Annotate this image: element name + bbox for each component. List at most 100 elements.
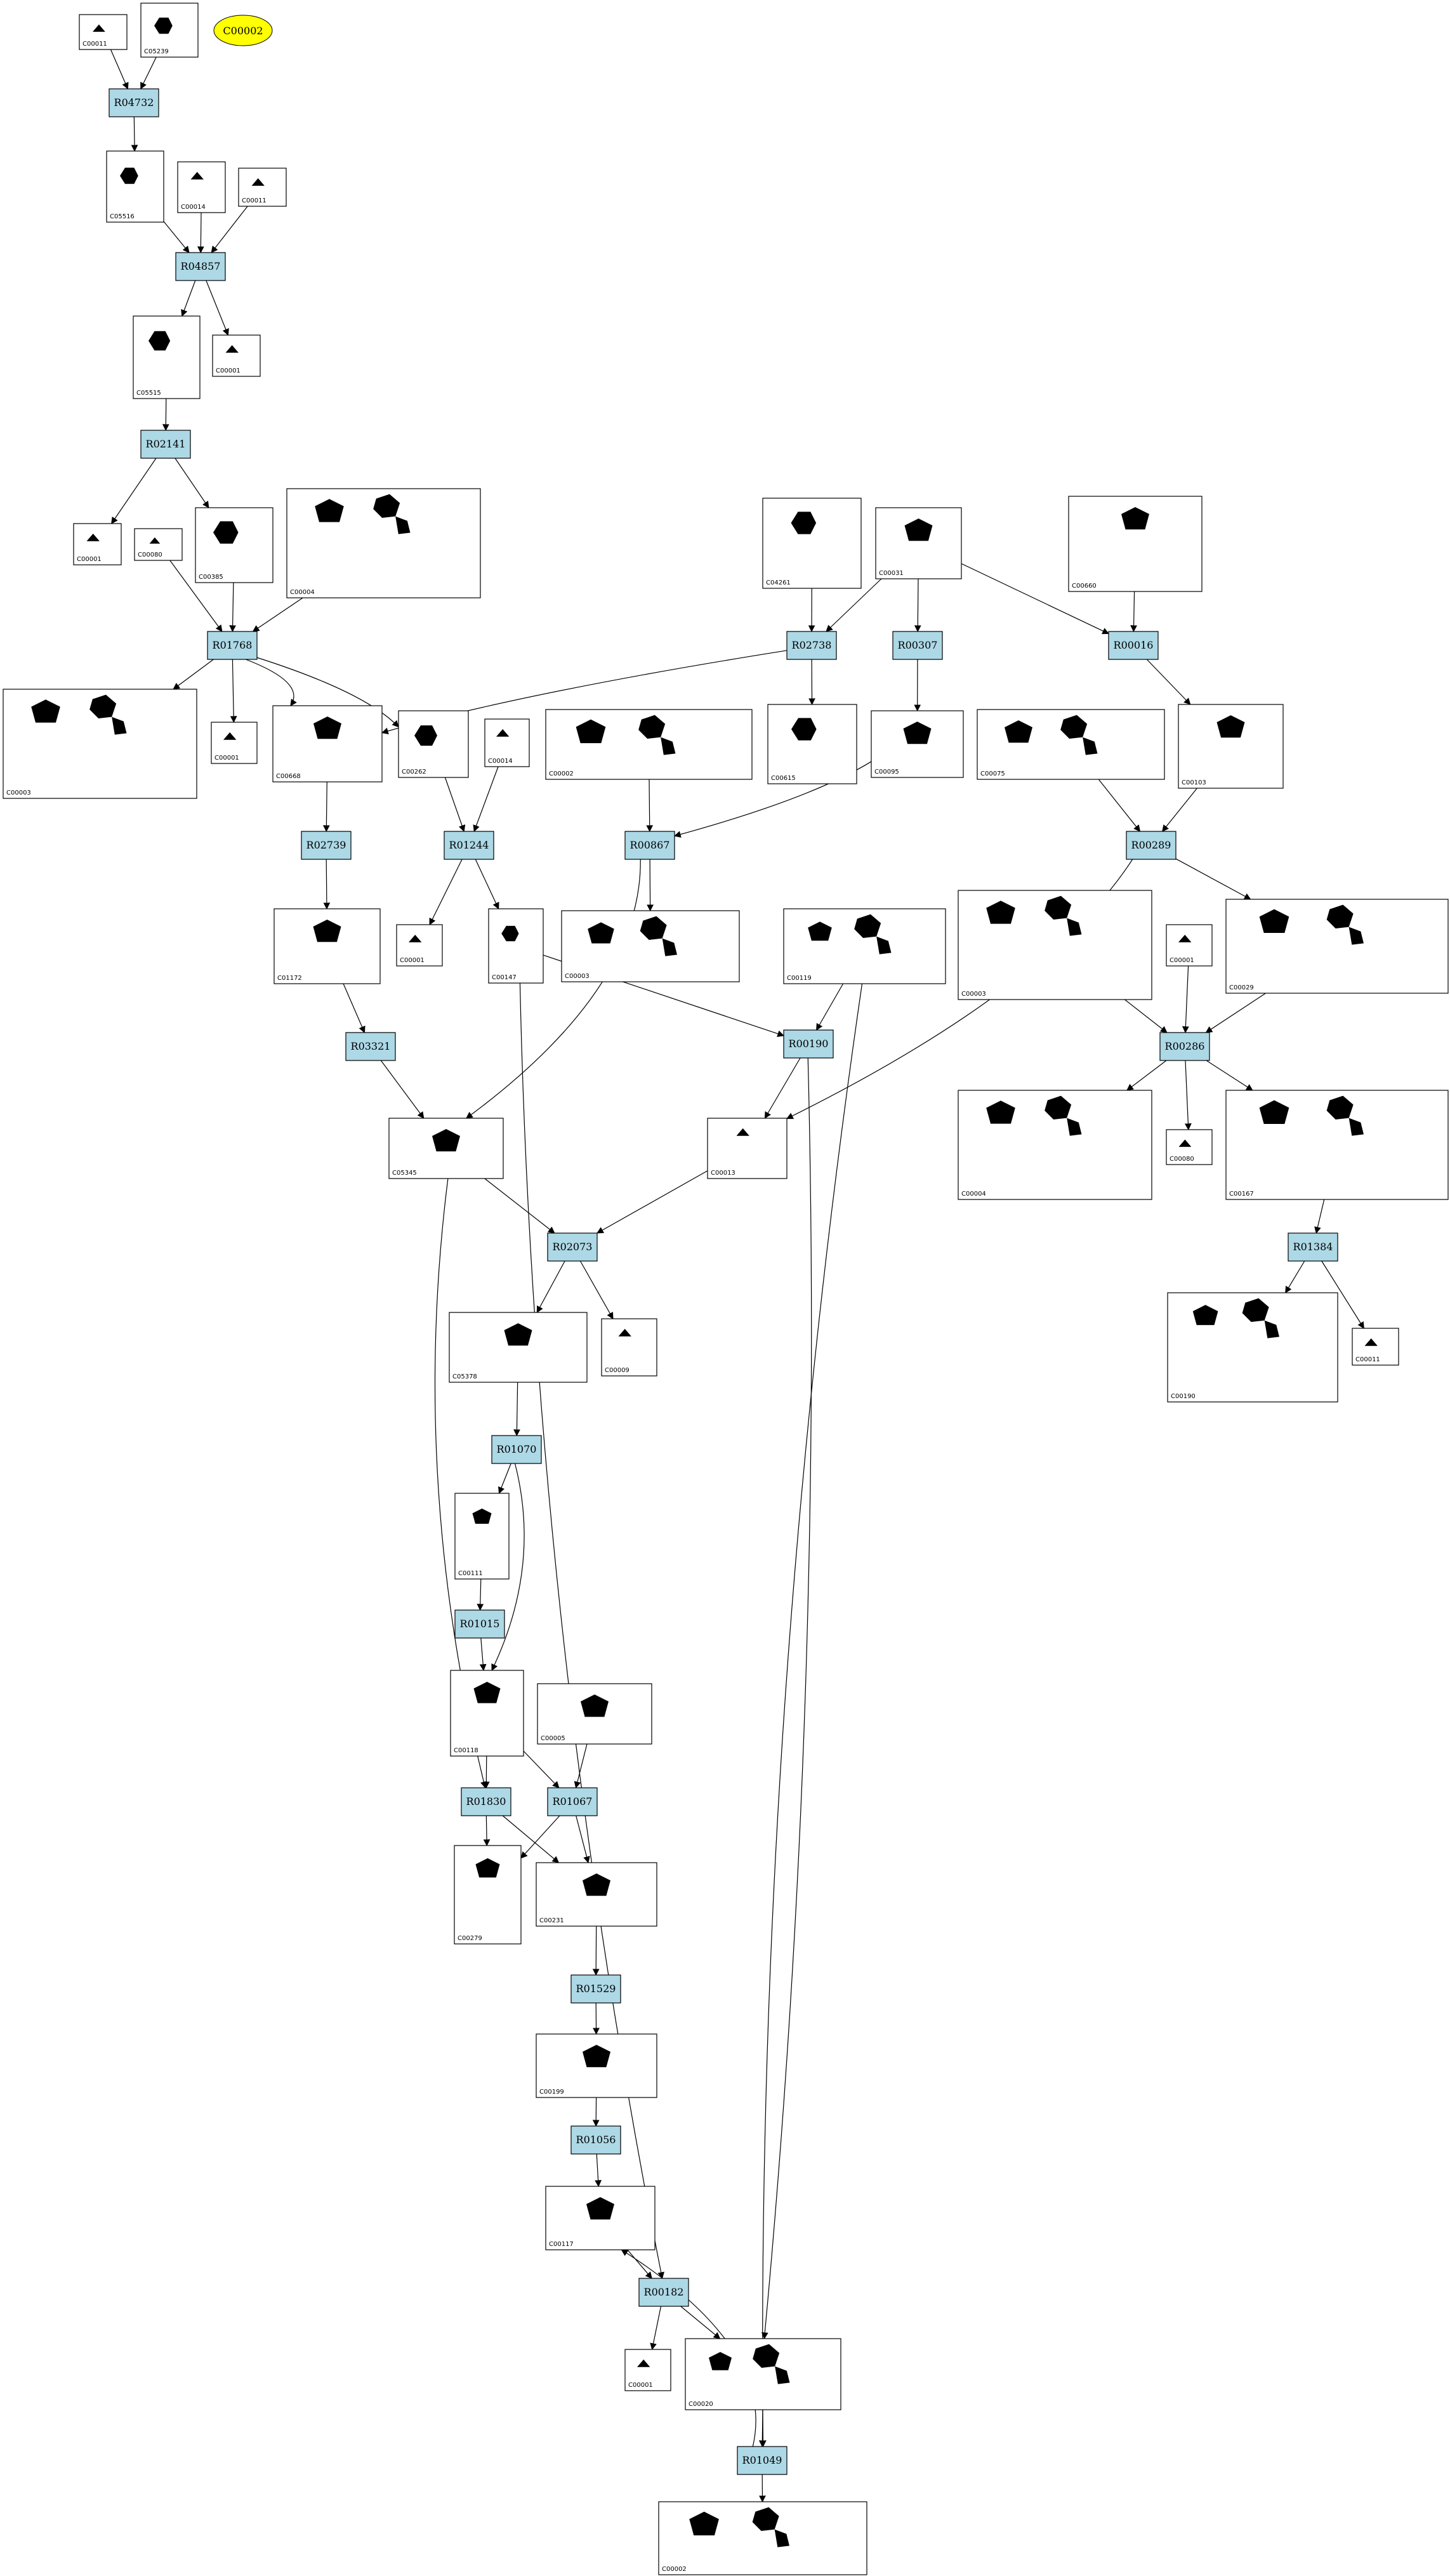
edge-R01244-c27 bbox=[475, 859, 499, 909]
compound-node[interactable]: C00119 bbox=[783, 908, 946, 984]
compound-box bbox=[624, 2349, 671, 2391]
edge-c42-R01015 bbox=[477, 1578, 484, 1611]
reaction-id-label: R01056 bbox=[576, 2134, 616, 2146]
compound-node[interactable]: C00013 bbox=[707, 1118, 788, 1179]
compound-node[interactable]: C00002 bbox=[658, 2501, 867, 2575]
compound-node[interactable]: C00004 bbox=[958, 1090, 1152, 1200]
compound-node[interactable]: C00147 bbox=[488, 908, 544, 984]
reaction-node[interactable]: R02738 bbox=[786, 631, 837, 660]
compound-node[interactable]: C05516 bbox=[106, 150, 164, 223]
edges-layer bbox=[110, 49, 1364, 2503]
compound-node[interactable]: C05378 bbox=[449, 1312, 588, 1383]
reaction-id-label: R00190 bbox=[789, 1038, 829, 1050]
reaction-node[interactable]: R00016 bbox=[1108, 631, 1159, 660]
edge-R01067-c45 bbox=[520, 1815, 560, 1859]
compound-node[interactable]: C00231 bbox=[536, 1862, 657, 1927]
compound-node[interactable]: C05345 bbox=[388, 1118, 504, 1179]
compound-node[interactable]: C00011 bbox=[238, 168, 287, 207]
reaction-node[interactable]: R01067 bbox=[547, 1787, 598, 1816]
compound-node[interactable]: C00668 bbox=[272, 705, 383, 783]
compound-node[interactable]: C00001 bbox=[1166, 924, 1213, 967]
compound-node[interactable]: C00615 bbox=[767, 704, 857, 784]
compound-box bbox=[79, 14, 128, 50]
compound-node[interactable]: C00167 bbox=[1225, 1090, 1449, 1200]
compound-node[interactable]: C00001 bbox=[212, 334, 261, 377]
reaction-node[interactable]: R04732 bbox=[109, 88, 159, 117]
compound-node[interactable]: C00003 bbox=[561, 910, 740, 982]
reaction-box bbox=[892, 631, 943, 660]
compound-node[interactable]: C00660 bbox=[1068, 496, 1203, 592]
compound-node[interactable]: C00005 bbox=[537, 1683, 652, 1745]
reaction-node[interactable]: R00286 bbox=[1159, 1032, 1210, 1061]
reaction-node[interactable]: R00867 bbox=[624, 831, 675, 860]
compound-id-label: C00615 bbox=[771, 775, 796, 782]
compound-node[interactable]: C00095 bbox=[871, 710, 964, 778]
compound-node[interactable]: C00385 bbox=[195, 507, 274, 583]
compound-id-label: C00002 bbox=[662, 2566, 687, 2573]
compound-node[interactable]: C00075 bbox=[977, 709, 1165, 780]
compound-node[interactable]: C00029 bbox=[1225, 899, 1449, 994]
edge-R00182-c49 bbox=[650, 2306, 662, 2351]
compound-node[interactable]: C00118 bbox=[450, 1670, 524, 1757]
compound-box bbox=[767, 704, 857, 784]
highlight-compound[interactable]: C00002 bbox=[213, 15, 273, 46]
reaction-node[interactable]: R01070 bbox=[491, 1435, 542, 1464]
reaction-node[interactable]: R02073 bbox=[547, 1232, 598, 1262]
compound-node[interactable]: C00011 bbox=[1352, 1328, 1399, 1366]
reaction-node[interactable]: R01049 bbox=[737, 2446, 788, 2475]
compound-node[interactable]: C00003 bbox=[958, 890, 1152, 1000]
compound-node[interactable]: C00011 bbox=[79, 14, 128, 50]
compound-node[interactable]: C05515 bbox=[133, 315, 201, 399]
reaction-node[interactable]: R00182 bbox=[638, 2278, 689, 2307]
compound-node[interactable]: C00002 bbox=[545, 709, 753, 780]
reaction-id-label: R01070 bbox=[497, 1443, 537, 1455]
compound-node[interactable]: C00080 bbox=[134, 528, 183, 561]
reaction-node[interactable]: R01056 bbox=[570, 2125, 621, 2155]
reaction-node[interactable]: R02141 bbox=[140, 430, 191, 459]
reaction-node[interactable]: R01529 bbox=[570, 1974, 621, 2004]
edge-R02073-c39 bbox=[579, 1260, 614, 1319]
compound-node[interactable]: C00014 bbox=[177, 161, 226, 213]
compound-node[interactable]: C00117 bbox=[545, 2186, 656, 2250]
compound-node[interactable]: C00009 bbox=[601, 1318, 657, 1377]
reaction-node[interactable]: R00307 bbox=[892, 631, 943, 660]
compound-node[interactable]: C00279 bbox=[454, 1845, 522, 1945]
compound-node[interactable]: C05239 bbox=[140, 3, 199, 58]
compound-node[interactable]: C00103 bbox=[1178, 704, 1284, 789]
compound-node[interactable]: C00020 bbox=[685, 2338, 841, 2410]
edge-c23-R00289 bbox=[1098, 779, 1141, 832]
compound-node[interactable]: C00199 bbox=[536, 2033, 657, 2098]
compound-node[interactable]: C00001 bbox=[73, 523, 122, 565]
compound-node[interactable]: C00004 bbox=[286, 488, 481, 598]
compound-node[interactable]: C00080 bbox=[1166, 1129, 1213, 1165]
compound-node[interactable]: C00031 bbox=[875, 507, 962, 579]
compound-node[interactable]: C00001 bbox=[211, 722, 258, 764]
compound-node[interactable]: C01172 bbox=[274, 908, 381, 984]
reaction-node[interactable]: R04857 bbox=[175, 252, 226, 281]
compound-node[interactable]: C00001 bbox=[624, 2349, 671, 2391]
reaction-node[interactable]: R01830 bbox=[461, 1787, 511, 1816]
compound-node[interactable]: C00001 bbox=[396, 924, 443, 967]
compound-node[interactable]: C00014 bbox=[484, 718, 530, 767]
reaction-node[interactable]: R00289 bbox=[1126, 831, 1176, 860]
compound-node[interactable]: C04261 bbox=[762, 498, 862, 589]
reaction-node[interactable]: R01384 bbox=[1288, 1232, 1338, 1262]
compound-node[interactable]: C00003 bbox=[3, 689, 197, 799]
reaction-node[interactable]: R03321 bbox=[345, 1032, 396, 1061]
reaction-node[interactable]: R01768 bbox=[207, 631, 258, 660]
compound-box bbox=[1166, 1129, 1213, 1165]
compound-box bbox=[488, 908, 544, 984]
compound-id-label: C00005 bbox=[541, 1735, 565, 1742]
compound-id-label: C00002 bbox=[549, 770, 574, 777]
reaction-node[interactable]: R01244 bbox=[444, 831, 494, 860]
compound-node[interactable]: C00190 bbox=[1167, 1292, 1338, 1403]
reaction-id-label: R01067 bbox=[553, 1795, 593, 1807]
compound-node[interactable]: C00262 bbox=[398, 710, 469, 778]
compound-id-label: C01172 bbox=[277, 975, 302, 982]
reaction-node[interactable]: R02739 bbox=[301, 831, 352, 860]
compound-box bbox=[106, 150, 164, 223]
reaction-id-label: R02738 bbox=[792, 639, 832, 651]
reaction-node[interactable]: R01015 bbox=[454, 1609, 505, 1639]
compound-node[interactable]: C00111 bbox=[454, 1493, 510, 1580]
reaction-node[interactable]: R00190 bbox=[783, 1029, 834, 1059]
